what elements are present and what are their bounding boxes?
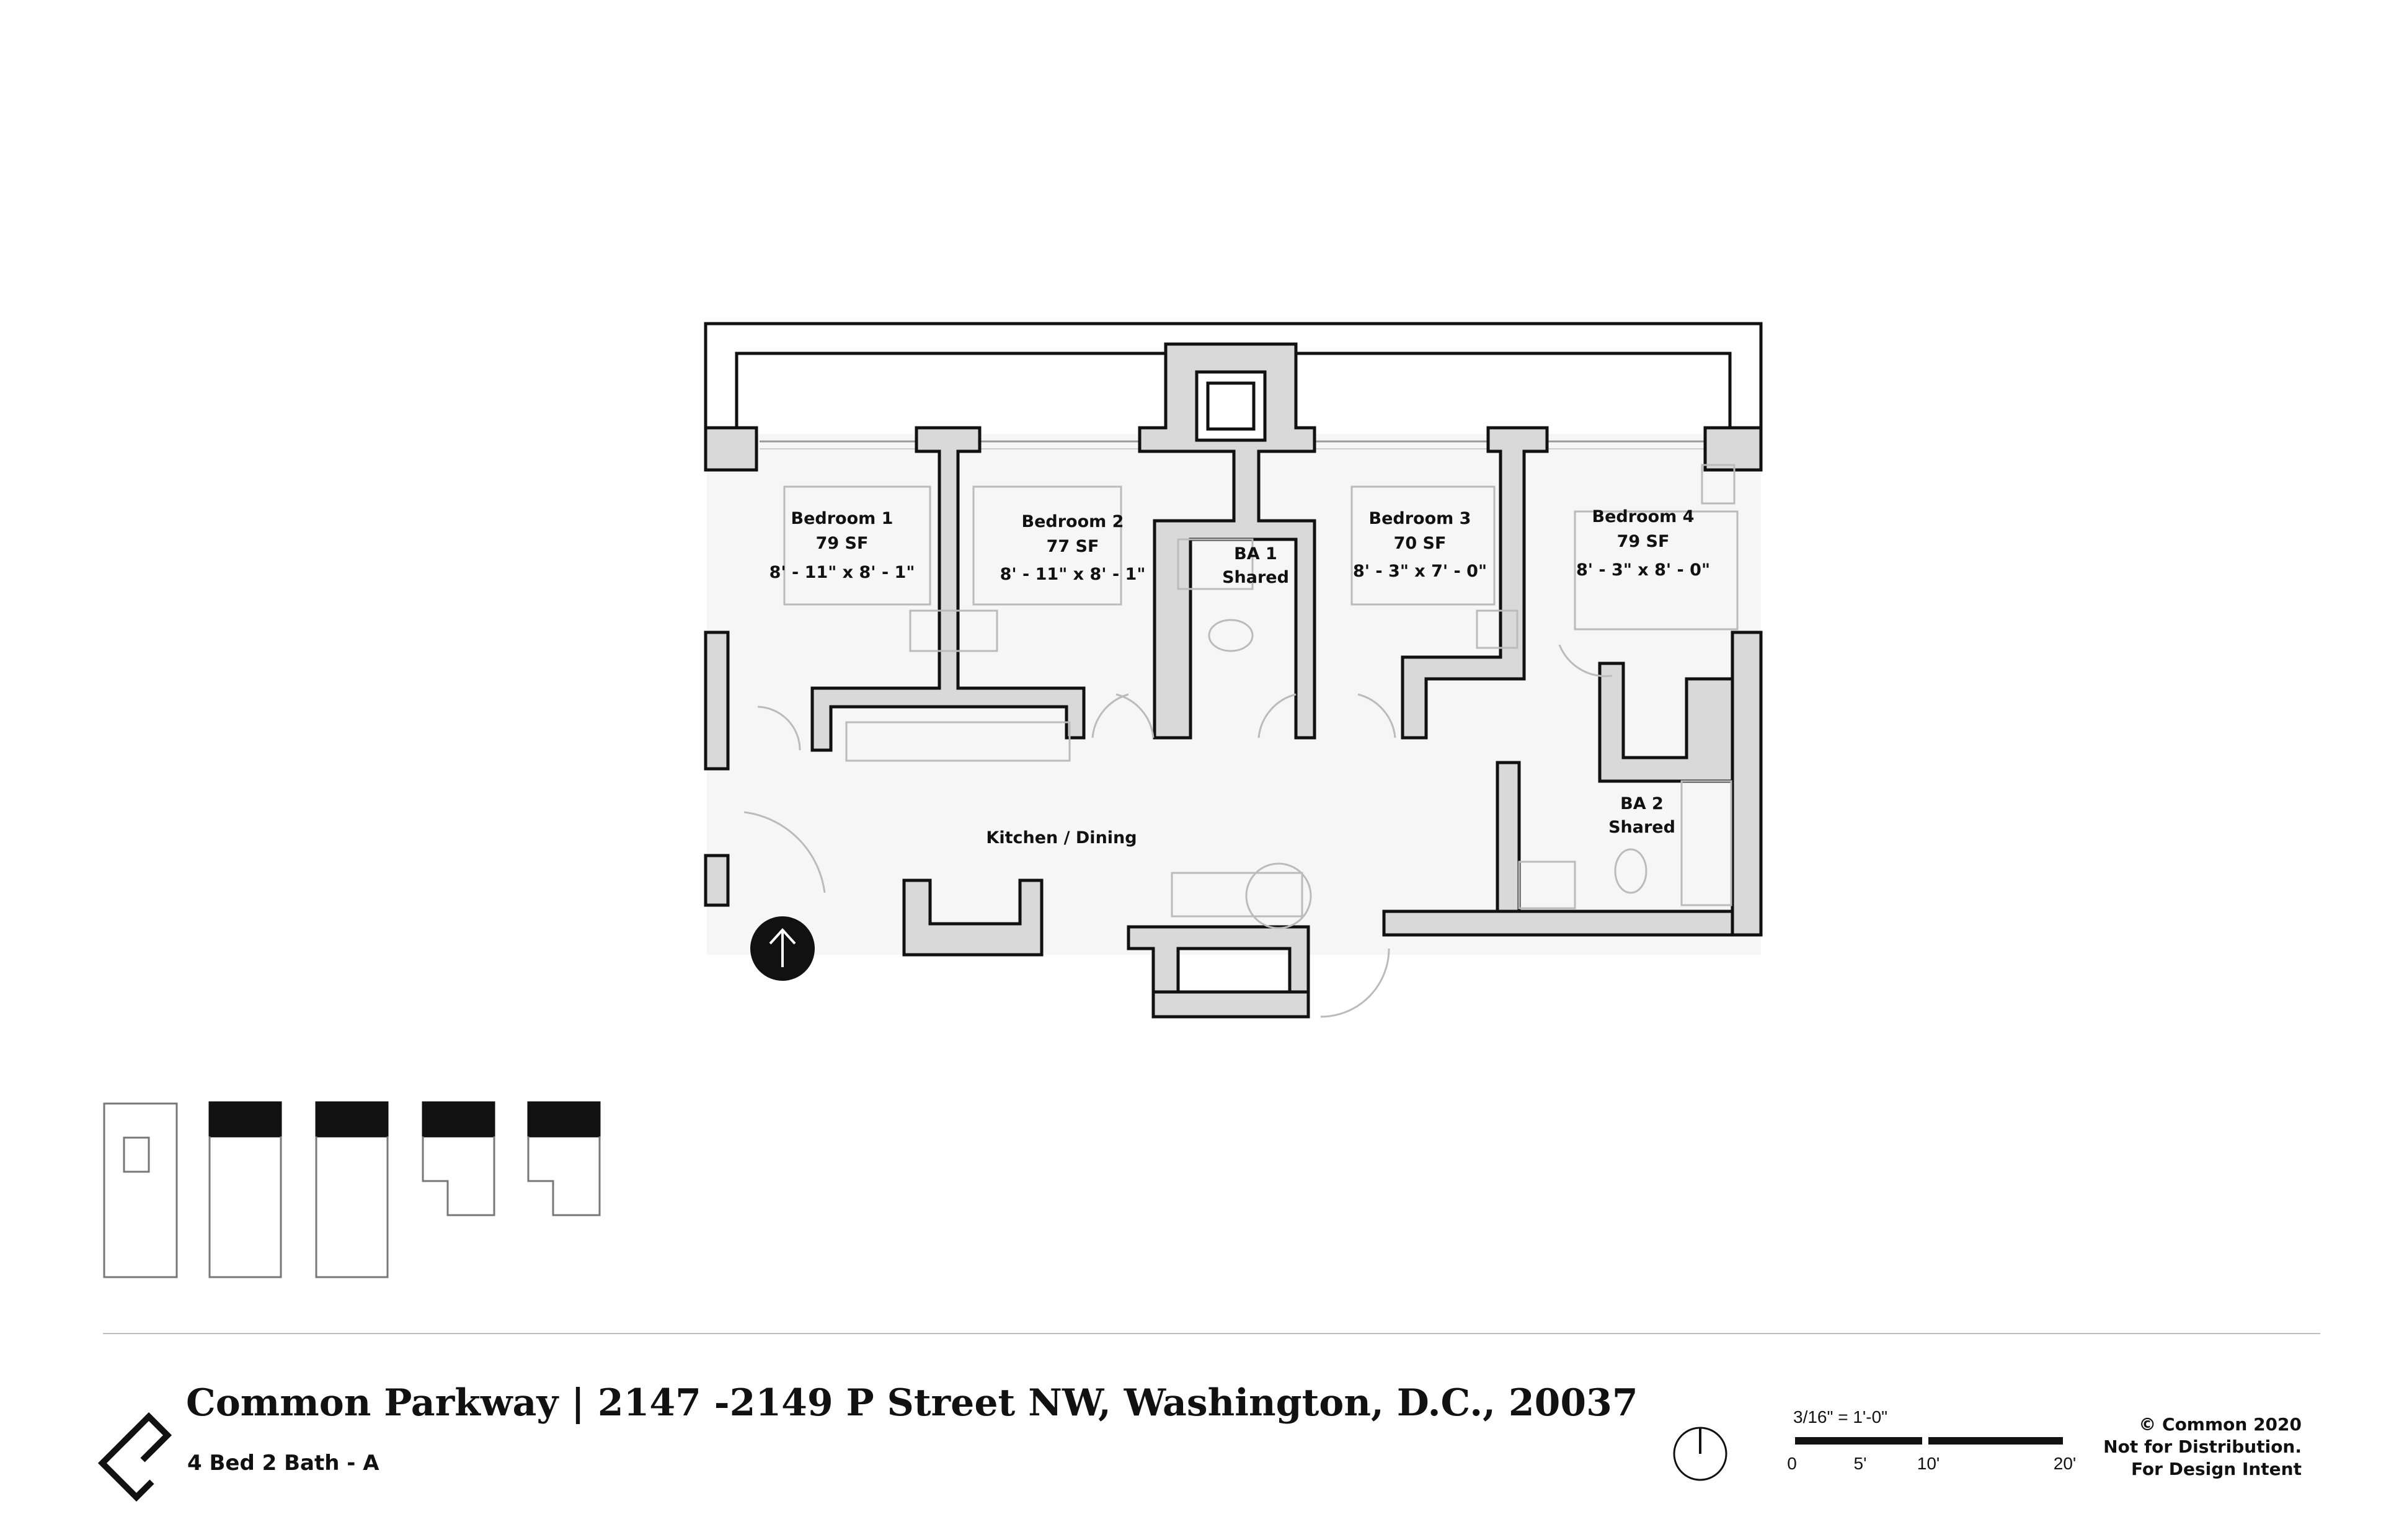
key-plan-4 bbox=[422, 1101, 495, 1216]
unit-type: 4 Bed 2 Bath - A bbox=[187, 1451, 379, 1476]
bedroom-4-name: Bedroom 4 bbox=[1592, 507, 1695, 526]
furniture bbox=[783, 464, 1739, 929]
copyright-block: © Common 2020 Not for Distribution. For … bbox=[2103, 1414, 2302, 1480]
bedroom-2-dims: 8' - 11" x 8' - 1" bbox=[1000, 565, 1146, 584]
project-title: Common Parkway | 2147 -2149 P Street NW,… bbox=[186, 1381, 1638, 1425]
north-arrow-icon bbox=[1673, 1427, 1727, 1481]
company-logo-icon bbox=[97, 1412, 172, 1502]
key-plan-2 bbox=[208, 1101, 282, 1278]
room-bedroom-1: Bedroom 1 79 SF 8' - 11" x 8' - 1" bbox=[769, 509, 915, 582]
bedroom-3-dims: 8' - 3" x 7' - 0" bbox=[1353, 562, 1487, 581]
room-kitchen-dining: Kitchen / Dining bbox=[986, 828, 1137, 847]
entry-arrow-icon bbox=[750, 916, 815, 981]
key-plans bbox=[103, 1101, 601, 1278]
room-bedroom-4: Bedroom 4 79 SF 8' - 3" x 8' - 0" bbox=[1576, 507, 1710, 580]
door-swings bbox=[743, 644, 1613, 1018]
bedroom-4-area: 79 SF bbox=[1617, 532, 1670, 551]
scale-bar: 3/16" = 1'-0" 0 5' 10' 20' bbox=[1787, 1407, 2076, 1473]
ba-1-name: BA 1 bbox=[1234, 544, 1277, 564]
key-plan-5 bbox=[527, 1101, 601, 1216]
copyright-line-1: © Common 2020 bbox=[2139, 1414, 2302, 1435]
bedroom-1-area: 79 SF bbox=[816, 534, 869, 553]
footer-divider bbox=[103, 1333, 2320, 1334]
scale-tick-1: 5' bbox=[1854, 1454, 1867, 1473]
room-ba-2: BA 2 Shared bbox=[1608, 794, 1675, 837]
room-bedroom-3: Bedroom 3 70 SF 8' - 3" x 7' - 0" bbox=[1353, 509, 1487, 581]
bedroom-2-area: 77 SF bbox=[1047, 537, 1099, 556]
scale-tick-2: 10' bbox=[1917, 1454, 1940, 1473]
central-shaft bbox=[1138, 342, 1316, 740]
room-bedroom-2: Bedroom 2 77 SF 8' - 11" x 8' - 1" bbox=[1000, 512, 1146, 584]
ba-2-note: Shared bbox=[1608, 818, 1675, 837]
bedroom-3-name: Bedroom 3 bbox=[1369, 509, 1471, 528]
ba-1-note: Shared bbox=[1222, 568, 1289, 587]
bedroom-4-dims: 8' - 3" x 8' - 0" bbox=[1576, 560, 1710, 580]
bedroom-1-dims: 8' - 11" x 8' - 1" bbox=[769, 563, 915, 582]
exterior-walls bbox=[704, 426, 1763, 937]
room-ba-1: BA 1 Shared bbox=[1222, 544, 1289, 587]
ba-2-name: BA 2 bbox=[1620, 794, 1664, 813]
copyright-line-2: Not for Distribution. bbox=[2103, 1436, 2302, 1457]
key-plan-1 bbox=[103, 1102, 178, 1278]
scale-label: 3/16" = 1'-0" bbox=[1793, 1407, 1887, 1427]
scale-tick-3: 20' bbox=[2054, 1454, 2077, 1473]
copyright-line-3: For Design Intent bbox=[2130, 1459, 2302, 1479]
bedroom-2-name: Bedroom 2 bbox=[1022, 512, 1124, 531]
key-plan-3 bbox=[315, 1101, 389, 1278]
scale-tick-0: 0 bbox=[1787, 1454, 1797, 1473]
bedroom-3-area: 70 SF bbox=[1394, 534, 1447, 553]
bedroom-1-name: Bedroom 1 bbox=[791, 509, 893, 528]
interior-walls bbox=[810, 426, 1734, 1019]
